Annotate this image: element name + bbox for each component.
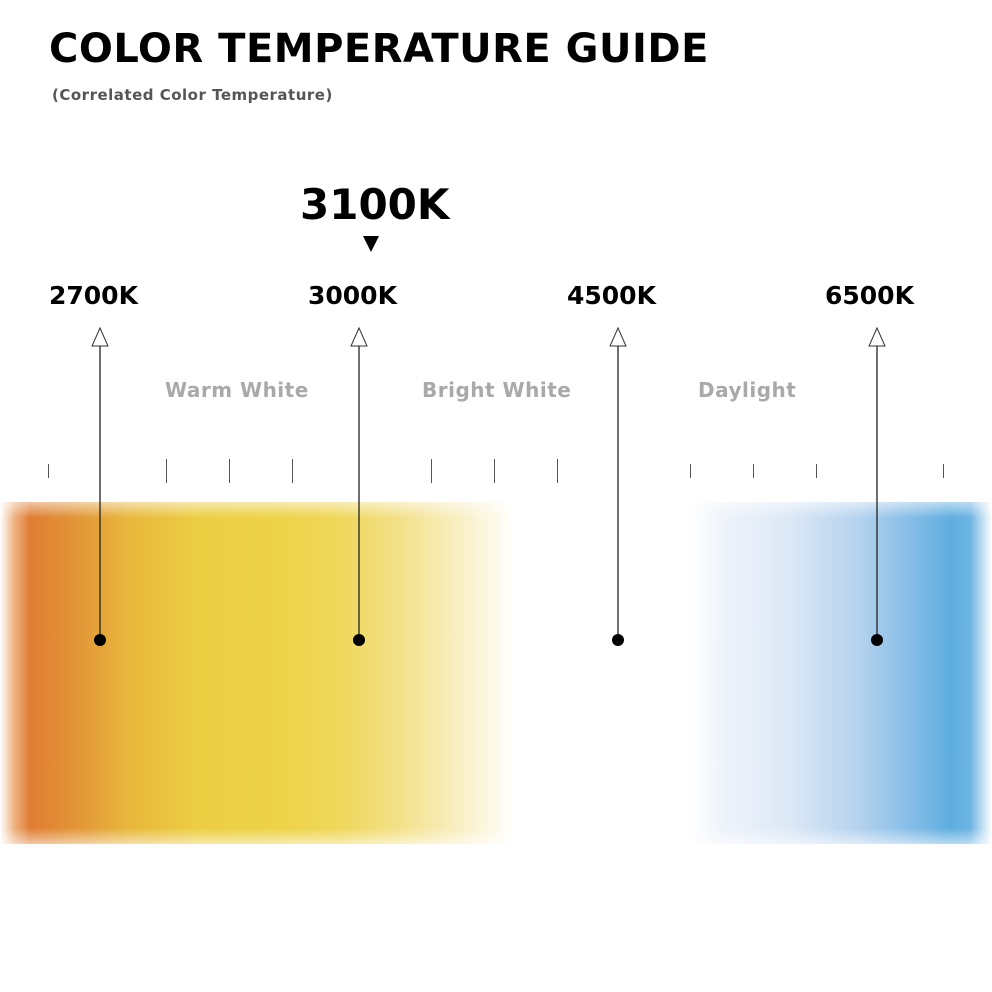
zone-label-daylight: Daylight [698, 378, 797, 402]
marker-label-4500k: 4500K [567, 281, 656, 310]
current-temperature-marker-icon [363, 236, 379, 252]
scale-tick [557, 459, 558, 483]
scale-tick [816, 464, 817, 478]
spectrum-edge-fade [0, 502, 992, 844]
scale-tick [48, 464, 49, 478]
zone-label-bright-white: Bright White [422, 378, 572, 402]
current-temperature-value: 3100K [300, 180, 450, 229]
pointer-2700k [91, 326, 109, 646]
marker-label-2700k: 2700K [49, 281, 138, 310]
scale-tick [690, 464, 691, 478]
page-title: COLOR TEMPERATURE GUIDE [49, 26, 709, 72]
scale-tick [229, 459, 230, 483]
scale-tick [292, 459, 293, 483]
scale-tick [494, 459, 495, 483]
pointer-3000k [350, 326, 368, 646]
pointer-6500k [868, 326, 886, 646]
zone-label-warm-white: Warm White [165, 378, 309, 402]
scale-tick [431, 459, 432, 483]
marker-label-6500k: 6500K [825, 281, 914, 310]
marker-label-3000k: 3000K [308, 281, 397, 310]
scale-tick [166, 459, 167, 483]
page-subtitle: (Correlated Color Temperature) [52, 86, 333, 104]
scale-tick [943, 464, 944, 478]
scale-tick [753, 464, 754, 478]
pointer-4500k [609, 326, 627, 646]
